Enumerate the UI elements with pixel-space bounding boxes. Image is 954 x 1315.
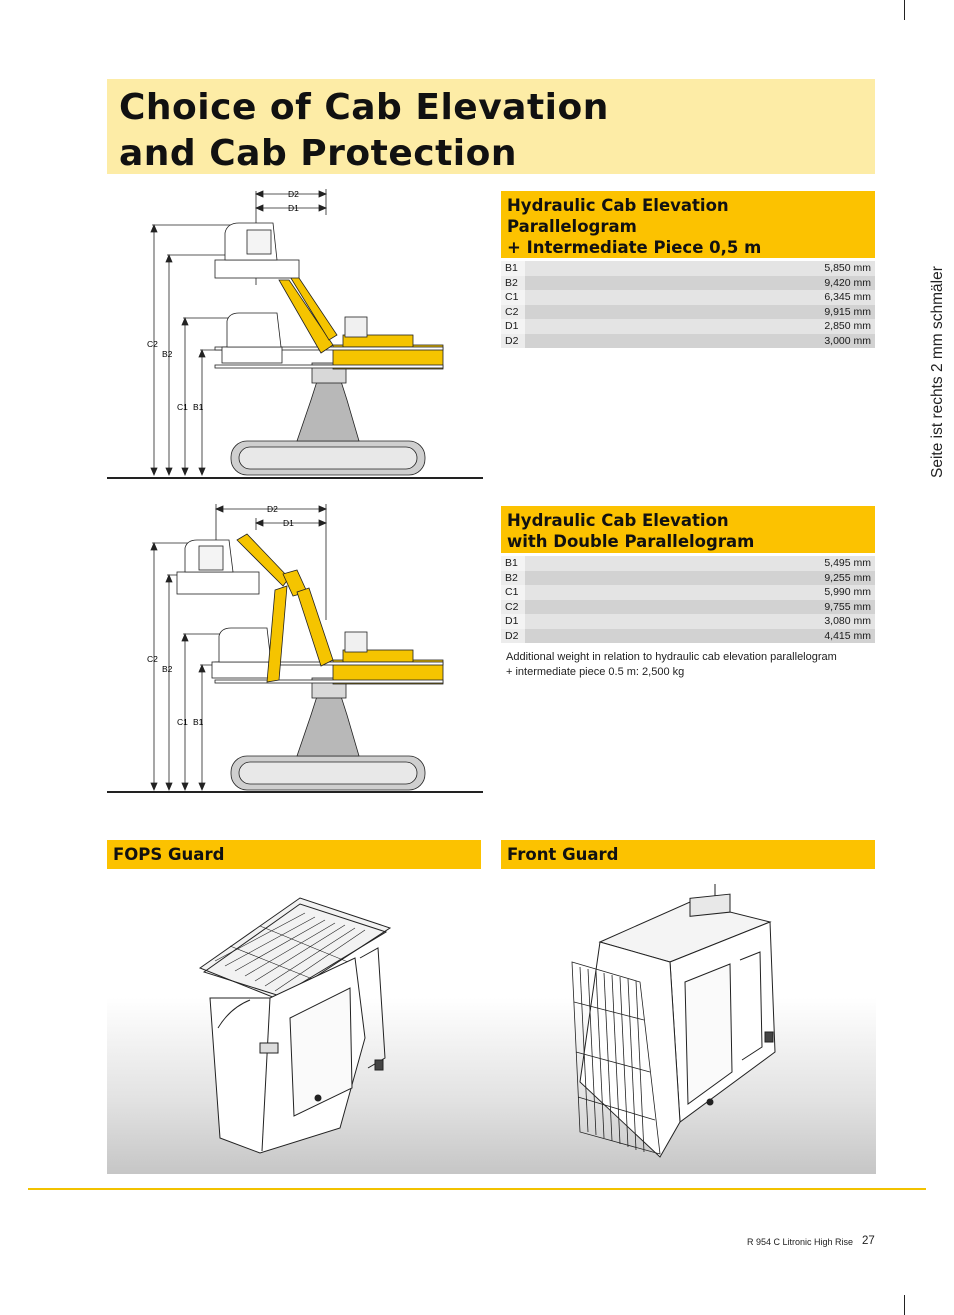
spec-value: 2,850 mm xyxy=(525,319,875,334)
spec-label: C1 xyxy=(501,290,525,305)
page-number: 27 xyxy=(862,1235,875,1247)
spec-label: B1 xyxy=(501,261,525,276)
front-guard-header: Front Guard xyxy=(501,840,875,869)
section1-title-line-2: Parallelogram xyxy=(507,217,637,236)
footer-rule xyxy=(28,1188,926,1190)
dim-label-c2: C2 xyxy=(147,654,158,664)
spec-value: 5,495 mm xyxy=(525,556,875,571)
page-title-line-2: and Cab Protection xyxy=(119,133,517,174)
dim-label-c2: C2 xyxy=(147,339,158,349)
dim-label-b2: B2 xyxy=(162,349,173,359)
spec-value: 5,850 mm xyxy=(525,261,875,276)
spec-label: B1 xyxy=(501,556,525,571)
section1-title: Hydraulic Cab Elevation Parallelogram + … xyxy=(507,195,761,258)
spec-value: 9,915 mm xyxy=(525,304,875,319)
section1-title-line-3: + Intermediate Piece 0,5 m xyxy=(507,238,762,257)
dim-label-d1: D1 xyxy=(288,203,299,213)
section1-header: Hydraulic Cab Elevation Parallelogram + … xyxy=(501,191,875,258)
spec-label: D1 xyxy=(501,614,525,629)
dim-label-b2: B2 xyxy=(162,664,173,674)
page-title: Choice of Cab Elevation and Cab Protecti… xyxy=(119,85,609,177)
spec-value: 5,990 mm xyxy=(525,585,875,600)
note-line-2: + intermediate piece 0.5 m: 2,500 kg xyxy=(506,666,685,678)
section2-title: Hydraulic Cab Elevation with Double Para… xyxy=(507,510,754,552)
spec-label: B2 xyxy=(501,570,525,585)
dim-label-d1: D1 xyxy=(283,518,294,528)
spec-label: D2 xyxy=(501,333,525,348)
spec-label: C2 xyxy=(501,599,525,614)
note-line-1: Additional weight in relation to hydraul… xyxy=(506,651,837,663)
spec-label: D1 xyxy=(501,319,525,334)
section2-title-line-2: with Double Parallelogram xyxy=(507,532,755,551)
spec-value: 9,255 mm xyxy=(525,570,875,585)
diagram-double-parallelogram: D2 D1 C2 B2 C1 B1 xyxy=(107,504,483,793)
spec-value: 9,755 mm xyxy=(525,599,875,614)
dim-label-b1: B1 xyxy=(193,402,204,412)
dim-label-d2: D2 xyxy=(267,504,278,514)
footer-model-text: R 954 C Litronic High Rise xyxy=(747,1237,854,1247)
front-guard-title: Front Guard xyxy=(507,845,619,864)
additional-weight-note: Additional weight in relation to hydraul… xyxy=(506,650,876,680)
page-title-line-1: Choice of Cab Elevation xyxy=(119,87,609,128)
excavator-drawing xyxy=(214,222,444,476)
excavator-drawing xyxy=(176,533,444,791)
side-note: Seite ist rechts 2 mm schmäler xyxy=(929,266,946,478)
section1-title-line-1: Hydraulic Cab Elevation xyxy=(507,196,729,215)
spec-value: 3,080 mm xyxy=(525,614,875,629)
spec-value: 9,420 mm xyxy=(525,275,875,290)
fops-guard-title: FOPS Guard xyxy=(113,845,225,864)
dim-label-c1: C1 xyxy=(177,717,188,727)
dim-label-b1: B1 xyxy=(193,717,204,727)
section2-title-line-1: Hydraulic Cab Elevation xyxy=(507,511,729,530)
section2-header: Hydraulic Cab Elevation with Double Para… xyxy=(501,506,875,553)
fops-guard-cab-drawing xyxy=(198,897,392,1154)
spec-label: D2 xyxy=(501,628,525,643)
diagram-parallelogram: D2 D1 C2 B2 C1 B1 xyxy=(107,189,483,479)
dim-label-d2: D2 xyxy=(288,189,299,199)
front-guard-cab-drawing xyxy=(571,884,776,1158)
spec-label: C1 xyxy=(501,585,525,600)
dim-label-c1: C1 xyxy=(177,402,188,412)
page-title-box: Choice of Cab Elevation and Cab Protecti… xyxy=(107,79,875,174)
spec-value: 6,345 mm xyxy=(525,290,875,305)
spec-value: 4,415 mm xyxy=(525,628,875,643)
fops-guard-header: FOPS Guard xyxy=(107,840,481,869)
crop-mark-bottom xyxy=(904,1295,905,1315)
crop-mark-top xyxy=(904,0,905,20)
spec-label: C2 xyxy=(501,304,525,319)
spec-label: B2 xyxy=(501,275,525,290)
spec-value: 3,000 mm xyxy=(525,333,875,348)
